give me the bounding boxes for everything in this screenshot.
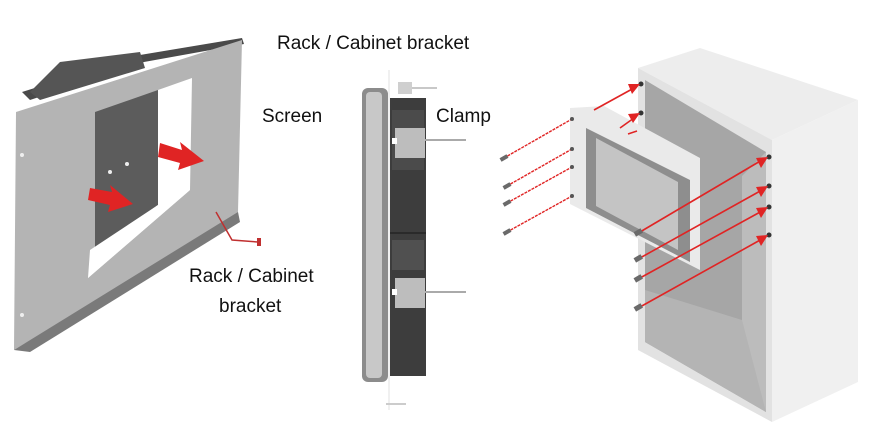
screw-icon [499, 154, 509, 162]
clamp-top [392, 128, 466, 158]
label-screen: Screen [262, 106, 323, 127]
arrow-icon [756, 157, 768, 168]
bracket-top-mount [30, 52, 145, 100]
screw-arrows [499, 84, 768, 312]
screw-icon [633, 303, 643, 312]
label-rack-cabinet-bracket-bottom-line1: Rack / Cabinet [189, 266, 314, 287]
arrow-icon [756, 186, 768, 197]
arrow-icon [158, 142, 204, 170]
label-rack-cabinet-bracket-top: Rack / Cabinet bracket [277, 33, 470, 54]
label-clamp: Clamp [436, 106, 491, 127]
screw-icon [502, 182, 512, 190]
bracket-cutout [88, 78, 192, 278]
arrow-icon [628, 84, 640, 94]
arrow-icon [756, 235, 768, 246]
bracket-top-flange [22, 38, 244, 100]
screw-icon [633, 254, 643, 263]
arrow-icon [756, 207, 768, 218]
rack-bracket-panel [14, 38, 261, 352]
screw-icon [502, 199, 512, 207]
leader-line [215, 211, 259, 243]
cabinet-side [772, 100, 858, 422]
screen-side-view [362, 70, 466, 410]
label-rack-cabinet-bracket-bottom-line2: bracket [219, 296, 282, 317]
screw-icon [633, 274, 643, 283]
clamp-bottom [392, 278, 466, 308]
bracket-bottom-flange [14, 212, 240, 352]
screw-icon [502, 228, 512, 236]
screw-icons [499, 154, 643, 312]
arrow-icon [88, 185, 133, 212]
cabinet-top [638, 48, 858, 140]
screw-icon [633, 228, 643, 237]
arrow-icon [628, 113, 640, 123]
